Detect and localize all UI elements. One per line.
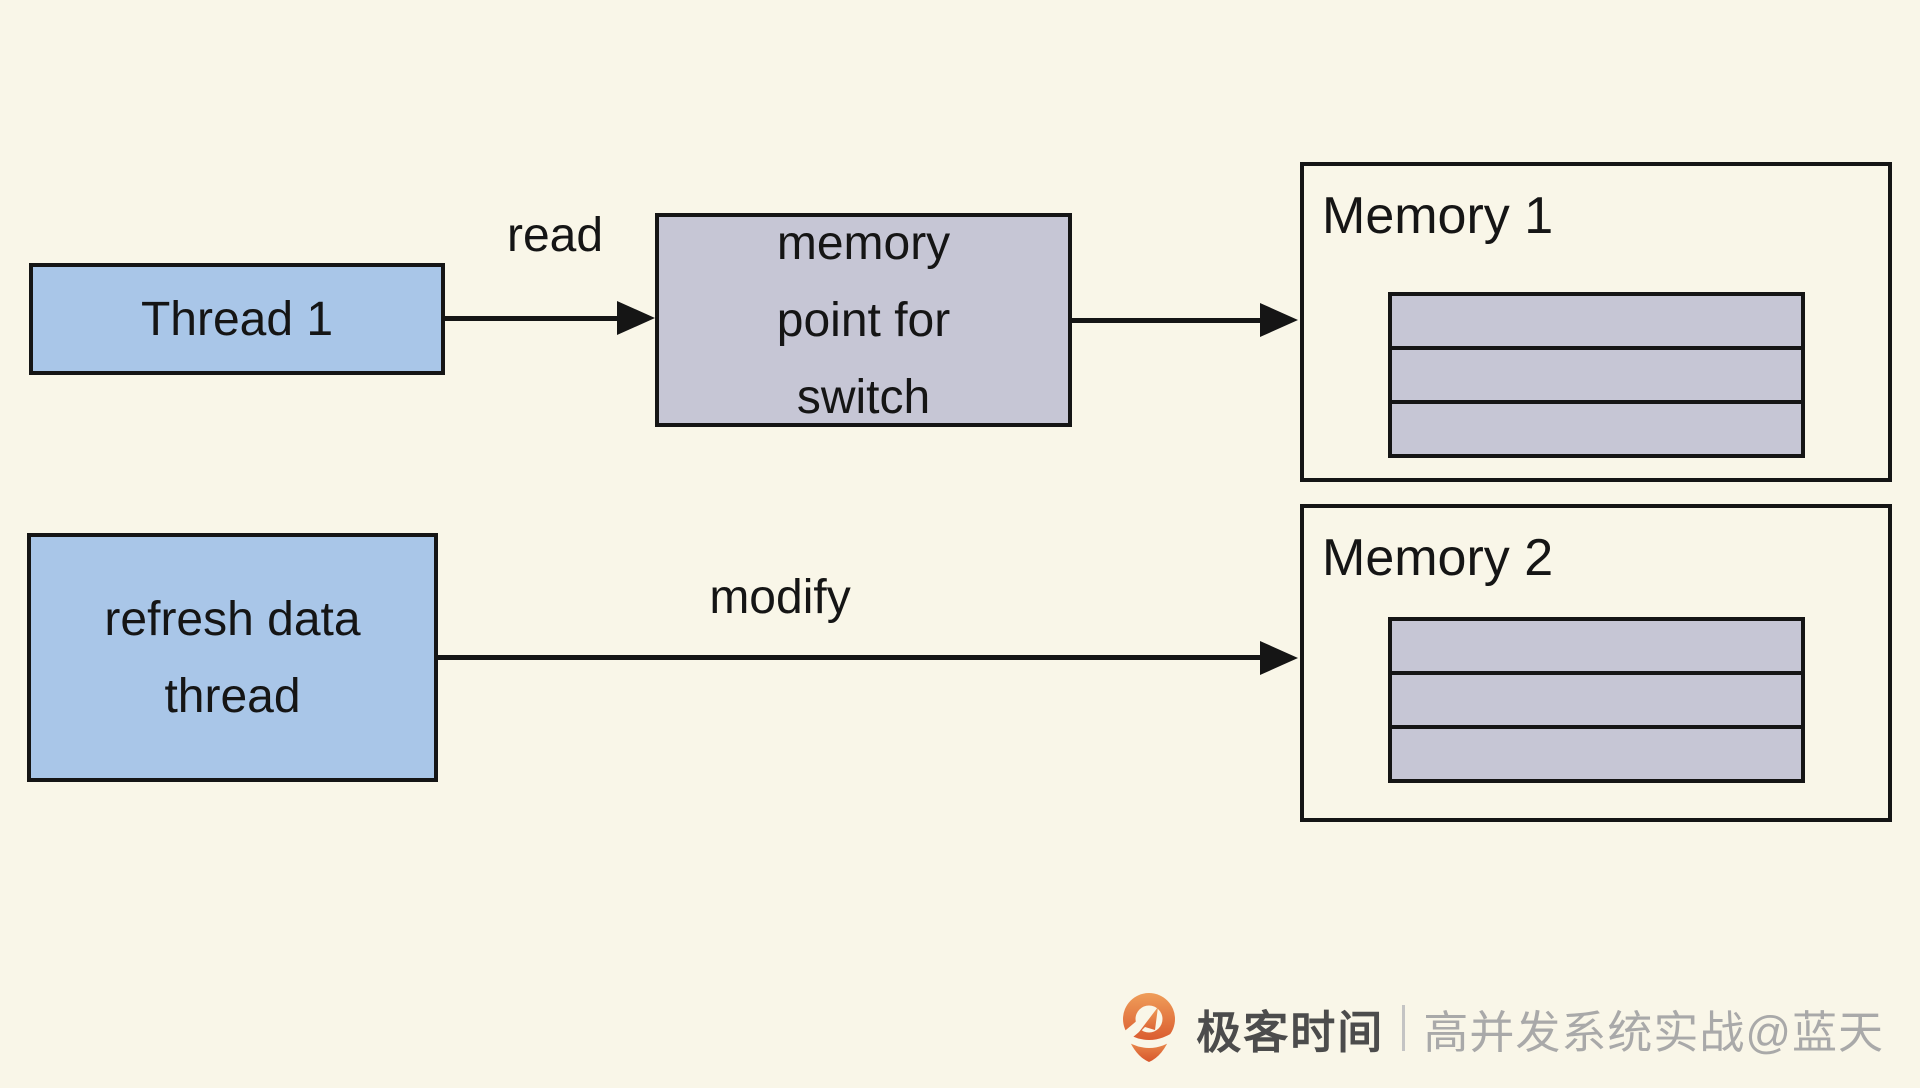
thread1-box: Thread 1 — [29, 263, 445, 375]
memory1-slots — [1388, 292, 1805, 458]
memory-slot — [1388, 400, 1805, 458]
memory1-box: Memory 1 — [1300, 162, 1892, 482]
refresh-thread-line-2: thread — [164, 669, 301, 723]
memory-slot — [1388, 725, 1805, 783]
memory-point-box: memory point for switch — [655, 213, 1072, 427]
memory-point-line-1: memory — [776, 216, 951, 270]
memory2-box: Memory 2 — [1300, 504, 1892, 822]
refresh-thread-box: refresh data thread — [27, 533, 438, 782]
switch-to-memory1-arrow-line — [1070, 318, 1262, 323]
memory2-slots — [1388, 617, 1805, 783]
memory-slot — [1388, 346, 1805, 404]
memory-slot — [1388, 671, 1805, 729]
brand-name: 极客时间 — [1196, 1006, 1385, 1058]
refresh-thread-line-1: refresh data — [104, 592, 361, 646]
memory2-title: Memory 2 — [1322, 529, 1554, 587]
modify-arrowhead-icon — [1260, 641, 1298, 675]
memory-point-line-2: point for — [776, 293, 951, 347]
geektime-logo-icon — [1120, 993, 1179, 1062]
memory-slot — [1388, 292, 1805, 350]
memory1-title: Memory 1 — [1322, 187, 1554, 245]
watermark-text: 高并发系统实战@蓝天 — [1423, 1006, 1884, 1058]
switch-to-memory1-arrowhead-icon — [1260, 303, 1298, 337]
read-label: read — [506, 209, 604, 262]
memory-slot — [1388, 617, 1805, 675]
read-arrowhead-icon — [617, 301, 655, 335]
separator-divider — [1402, 1005, 1406, 1051]
footer-branding: 极客时间 高并发系统实战@蓝天 — [1116, 984, 1884, 1072]
thread1-label: Thread 1 — [140, 292, 334, 346]
memory-point-line-3: switch — [796, 370, 931, 424]
read-arrow-line — [443, 316, 621, 321]
modify-label: modify — [709, 571, 851, 624]
modify-arrow-line — [436, 655, 1264, 660]
